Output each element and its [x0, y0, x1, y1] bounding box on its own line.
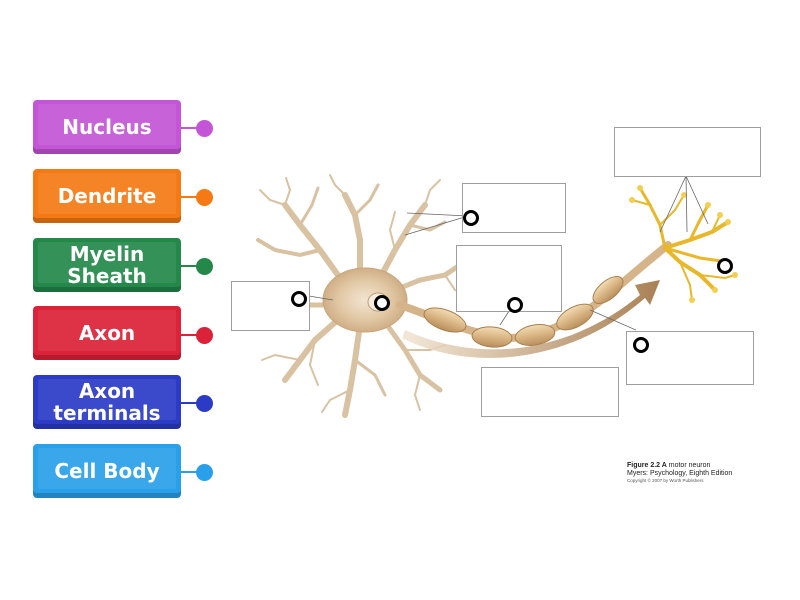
connector-handle[interactable] — [196, 258, 213, 275]
target-pin-terminals[interactable] — [717, 258, 733, 274]
cell-body-shape — [322, 267, 408, 333]
label-tile-dendrite[interactable]: Dendrite — [33, 169, 181, 223]
connector-line — [181, 402, 203, 404]
connector-handle[interactable] — [196, 395, 213, 412]
label-text: Axon — [78, 321, 136, 345]
figure-source: Myers: Psychology, Eighth Edition — [627, 470, 733, 477]
connector-handle[interactable] — [196, 464, 213, 481]
label-tile-axon[interactable]: Axon — [33, 306, 181, 360]
target-pin-dendrite-area[interactable] — [463, 210, 479, 226]
connector-line — [181, 265, 203, 267]
figure-copyright: Copyright © 2007 by Worth Publishers — [627, 478, 704, 483]
drop-zone-2[interactable] — [462, 183, 566, 233]
target-pin-cell-body[interactable] — [291, 291, 307, 307]
label-tile-myelin-sheath[interactable]: Myelin Sheath — [33, 238, 181, 292]
label-text: Axon terminals — [53, 379, 161, 425]
figure-caption: Figure 2.2 A motor neuron Myers: Psychol… — [627, 462, 737, 484]
target-pin-nucleus[interactable] — [374, 295, 390, 311]
figure-title: motor neuron — [668, 462, 711, 469]
connector-handle[interactable] — [196, 189, 213, 206]
label-text: Myelin Sheath — [67, 242, 147, 288]
connector-line — [181, 471, 203, 473]
figure-number: Figure 2.2 A — [627, 462, 667, 469]
myelin-sheath-segments — [423, 276, 624, 348]
connector-handle[interactable] — [196, 327, 213, 344]
connector-line — [181, 127, 203, 129]
connector-handle[interactable] — [196, 120, 213, 137]
drop-zone-1[interactable] — [614, 127, 761, 177]
drop-zone-6[interactable] — [481, 367, 619, 417]
label-text: Nucleus — [62, 115, 152, 139]
target-pin-myelin[interactable] — [507, 297, 523, 313]
label-tile-nucleus[interactable]: Nucleus — [33, 100, 181, 154]
label-tile-cell-body[interactable]: Cell Body — [33, 444, 181, 498]
label-text: Dendrite — [57, 184, 157, 208]
target-pin-axon[interactable] — [633, 337, 649, 353]
impulse-arrow — [402, 280, 660, 358]
label-tile-axon-terminals[interactable]: Axon terminals — [33, 375, 181, 429]
connector-line — [181, 196, 203, 198]
label-text: Cell Body — [54, 459, 160, 483]
connector-line — [181, 334, 203, 336]
